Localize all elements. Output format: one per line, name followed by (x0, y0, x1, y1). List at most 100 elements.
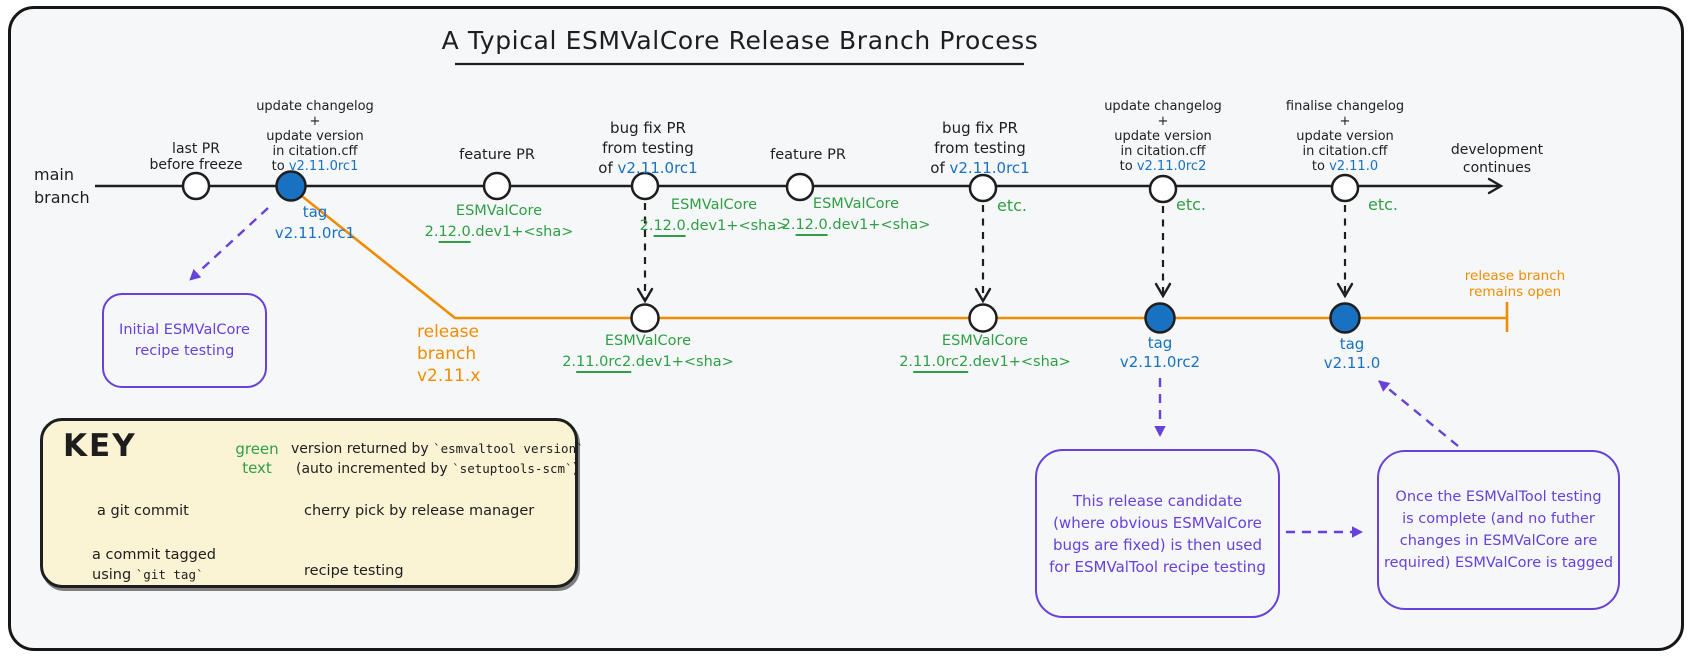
commit-node (630, 303, 660, 333)
key-green-desc-line1: version returned by `esmvaltool version` (291, 441, 584, 457)
key-text: (auto incremented by (296, 461, 453, 477)
label-line: feature PR (770, 147, 846, 163)
label-line: update version (1296, 129, 1394, 144)
commit-node (968, 173, 998, 203)
label-line: release (417, 322, 479, 342)
commit-label-rc1-bump: update changelog + update version in cit… (256, 99, 374, 174)
version-etc: etc. (1368, 195, 1398, 214)
version-text: .dev1+<sha> (827, 217, 931, 233)
version-line: ESMValCore (604, 333, 692, 349)
label-line: green (235, 440, 279, 458)
note-line: Once the ESMValTool testing (1395, 489, 1602, 505)
development-continues-label: development continues (1451, 141, 1543, 177)
label-line: + (1157, 114, 1169, 129)
label-line: bug fix PR (610, 119, 686, 137)
tag-label-rc1: tag v2.11.0rc1 (275, 202, 355, 244)
tag-line: tag (1339, 335, 1365, 353)
label-line: feature PR (459, 147, 535, 163)
release-branch-label: release branch v2.11.x (417, 321, 480, 387)
version-line: 2.12.0.dev1+<sha> (781, 215, 931, 236)
commit-node (1148, 174, 1178, 204)
commit-label-last-pr: last PR before freeze (149, 141, 242, 173)
note-line: bugs are fixed) is then used (1052, 535, 1263, 554)
label-line: update changelog (1104, 99, 1222, 114)
label-line: + (1339, 114, 1351, 129)
version-underlined: 12.0 (438, 224, 471, 243)
tag-line: v2.11.0rc1 (274, 224, 356, 242)
label-line: text (242, 459, 272, 477)
commit-node (968, 303, 998, 333)
version-underlined: 12.0 (795, 217, 828, 236)
key-code-text: `git tag` (135, 567, 204, 582)
tagged-commit-node (1329, 302, 1361, 334)
commit-node (482, 171, 512, 201)
version-line: 2.12.0.dev1+<sha> (639, 216, 788, 237)
label-line: v2.11.x (417, 366, 481, 386)
tagged-commit-node (275, 170, 307, 202)
key-text: using (92, 567, 136, 583)
version-text: 2. (781, 217, 796, 233)
label-line: main (34, 165, 74, 184)
version-text: 2. (639, 218, 654, 234)
label-line: bug fix PR (942, 119, 1018, 137)
note-line: required) ESMValCore is tagged (1383, 555, 1614, 571)
note-line: for ESMValTool recipe testing (1049, 557, 1266, 576)
version-text: .dev1+<sha> (470, 224, 574, 240)
label-line: update version (1114, 129, 1212, 144)
main-branch-label: main branch (34, 163, 90, 209)
label-line: from testing (934, 139, 1026, 157)
recipe-testing-arrow (189, 207, 269, 281)
key-recipe-testing-label: recipe testing (304, 563, 404, 579)
version-text: 2. (562, 354, 577, 370)
label-text: to (1119, 159, 1137, 174)
label-line: release branch (1464, 268, 1566, 284)
version-dev: ESMValCore 2.12.0.dev1+<sha> (425, 201, 574, 243)
key-cherry-pick-label: cherry pick by release manager (304, 503, 535, 519)
key-code-text: `esmvaltool version` (433, 441, 584, 456)
note-rc-esmvaltool-testing: This release candidate (where obvious ES… (1035, 449, 1280, 618)
note-line: recipe testing (134, 342, 235, 359)
label-line: using `git tag` (92, 565, 216, 585)
version-text: v2.11.0rc1 (288, 159, 359, 174)
version-underlined: 11.0rc2 (576, 354, 632, 373)
label-text: of (598, 159, 618, 177)
version-line: 2.11.0rc2.dev1+<sha> (899, 352, 1071, 373)
label-line: in citation.cff (1120, 144, 1206, 159)
version-line: 2.12.0.dev1+<sha> (425, 222, 574, 243)
version-etc: etc. (997, 196, 1027, 215)
label-line: of v2.11.0rc1 (930, 158, 1029, 178)
note-line: (where obvious ESMValCore (1053, 513, 1262, 532)
tag-line: tag (302, 203, 328, 221)
label-line: of v2.11.0rc1 (598, 158, 697, 178)
label-line: branch (34, 188, 90, 207)
label-line: update changelog (256, 99, 374, 114)
label-line: in citation.cff (1302, 144, 1388, 159)
note-initial-recipe-testing: Initial ESMValCore recipe testing (102, 293, 267, 388)
note-line: This release candidate (1072, 491, 1243, 510)
version-rc: ESMValCore 2.11.0rc2.dev1+<sha> (899, 331, 1071, 373)
key-git-commit-label: a git commit (97, 503, 189, 519)
key-box (40, 418, 578, 588)
label-line: to v2.11.0rc2 (1104, 159, 1222, 174)
version-text: v2.11.0rc2 (1136, 159, 1207, 174)
version-text: v2.11.0rc1 (949, 159, 1030, 177)
version-line: ESMValCore (455, 203, 543, 219)
label-line: development (1450, 142, 1544, 158)
tag-label-rc2: tag v2.11.0rc2 (1120, 334, 1200, 372)
key-green-text-label: green text (235, 440, 278, 478)
label-line: to v2.11.0rc1 (256, 159, 374, 174)
version-line: 2.11.0rc2.dev1+<sha> (562, 352, 734, 373)
commit-label-feature-pr: feature PR (770, 146, 846, 166)
label-line: branch (417, 344, 477, 364)
tag-label-final: tag v2.11.0 (1324, 335, 1381, 373)
version-etc: etc. (1176, 195, 1206, 214)
version-text: v2.11.0 (1329, 159, 1379, 174)
commit-node (785, 172, 815, 202)
release-branch-remains-open-label: release branch remains open (1465, 268, 1565, 300)
key-code-text: `setuptools-scm` (452, 461, 573, 476)
version-underlined: 12.0 (653, 218, 686, 237)
version-line: ESMValCore (941, 333, 1029, 349)
tagged-commit-node (1144, 302, 1176, 334)
version-text: .dev1+<sha> (631, 354, 734, 370)
